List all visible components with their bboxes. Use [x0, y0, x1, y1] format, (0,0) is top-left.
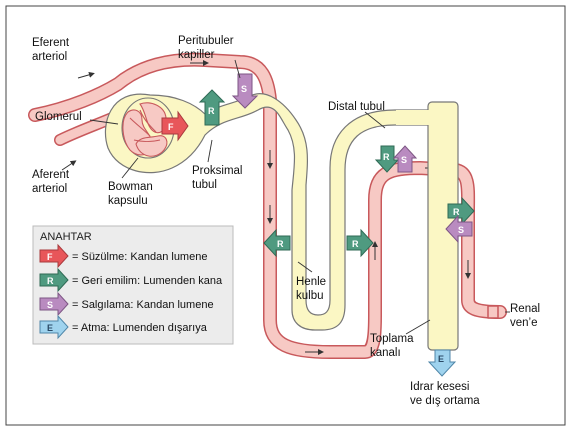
label-renal-vein-2: ven’e: [510, 317, 538, 329]
diagram-labels: Eferent arteriol Glomerul Aferent arteri…: [32, 35, 540, 407]
badge-secretion-distal: S: [392, 145, 418, 173]
label-collecting-2: kanalı: [370, 347, 401, 359]
badge-secretion-collecting: S: [445, 214, 473, 244]
svg-text:= Süzülme: Kandan lumene: = Süzülme: Kandan lumene: [72, 251, 207, 263]
svg-text:R: R: [352, 239, 359, 249]
label-bowman-2: kapsulu: [108, 195, 148, 207]
badge-reabsorption-proximal: R: [198, 89, 226, 126]
svg-text:S: S: [47, 300, 53, 310]
badge-filtration-glomerulus: F: [161, 110, 189, 142]
key-item-reabsorption: R = Geri emilim: Lumenden kana: [39, 267, 223, 293]
leader-lines: [89, 59, 510, 335]
svg-text:R: R: [453, 207, 460, 217]
label-efferent: Eferent: [32, 37, 70, 49]
label-renal-vein: Renal: [510, 303, 540, 315]
label-efferent-2: arteriol: [32, 51, 67, 63]
key-legend: ANAHTAR F = Süzülme: Kandan lumene R = G…: [32, 225, 234, 345]
label-peritubular: Peritubuler: [178, 35, 234, 47]
label-peritubular-2: kapiller: [178, 49, 215, 61]
svg-text:= Salgılama: Kandan lumene: = Salgılama: Kandan lumene: [72, 299, 214, 311]
label-afferent: Aferent: [32, 169, 70, 181]
label-henle: Henle: [296, 276, 326, 288]
label-urine-2: ve dış ortama: [410, 395, 480, 407]
key-item-excretion: E = Atma: Lumenden dışarıya: [39, 314, 208, 340]
key-item-secretion: S = Salgılama: Kandan lumene: [39, 291, 214, 317]
svg-text:F: F: [168, 122, 174, 132]
badge-reabsorption-descending: R: [263, 228, 291, 258]
svg-text:= Atma: Lumenden dışarıya: = Atma: Lumenden dışarıya: [72, 322, 208, 334]
svg-text:S: S: [241, 84, 247, 94]
svg-text:R: R: [47, 276, 54, 286]
label-urine: Idrar kesesi: [410, 381, 469, 393]
svg-text:= Geri emilim: Lumenden kana: = Geri emilim: Lumenden kana: [72, 275, 223, 287]
label-glomerul: Glomerul: [35, 111, 82, 123]
label-distal: Distal tubul: [328, 101, 385, 113]
svg-text:E: E: [47, 323, 53, 333]
badge-reabsorption-collecting: R: [447, 196, 475, 226]
svg-text:S: S: [458, 225, 464, 235]
peritubular-vessel: [29, 54, 506, 358]
svg-text:S: S: [401, 155, 407, 165]
label-collecting: Toplama: [370, 333, 414, 345]
svg-text:F: F: [47, 252, 53, 262]
badge-reabsorption-ascending: R: [346, 228, 374, 258]
badge-reabsorption-distal: R: [374, 145, 400, 173]
key-title: ANAHTAR: [40, 231, 92, 243]
label-proximal: Proksimal: [192, 165, 242, 177]
label-proximal-2: tubul: [192, 179, 217, 191]
badge-secretion-proximal: S: [231, 73, 259, 109]
key-item-filtration: F = Süzülme: Kandan lumene: [39, 243, 207, 269]
label-henle-2: kulbu: [296, 290, 324, 302]
svg-text:R: R: [208, 106, 215, 116]
label-bowman: Bowman: [108, 181, 153, 193]
label-afferent-2: arteriol: [32, 183, 67, 195]
badge-excretion: E: [427, 349, 457, 377]
figure-frame: [5, 5, 566, 426]
svg-text:E: E: [438, 354, 444, 364]
svg-text:R: R: [277, 239, 284, 249]
svg-text:R: R: [383, 152, 390, 162]
